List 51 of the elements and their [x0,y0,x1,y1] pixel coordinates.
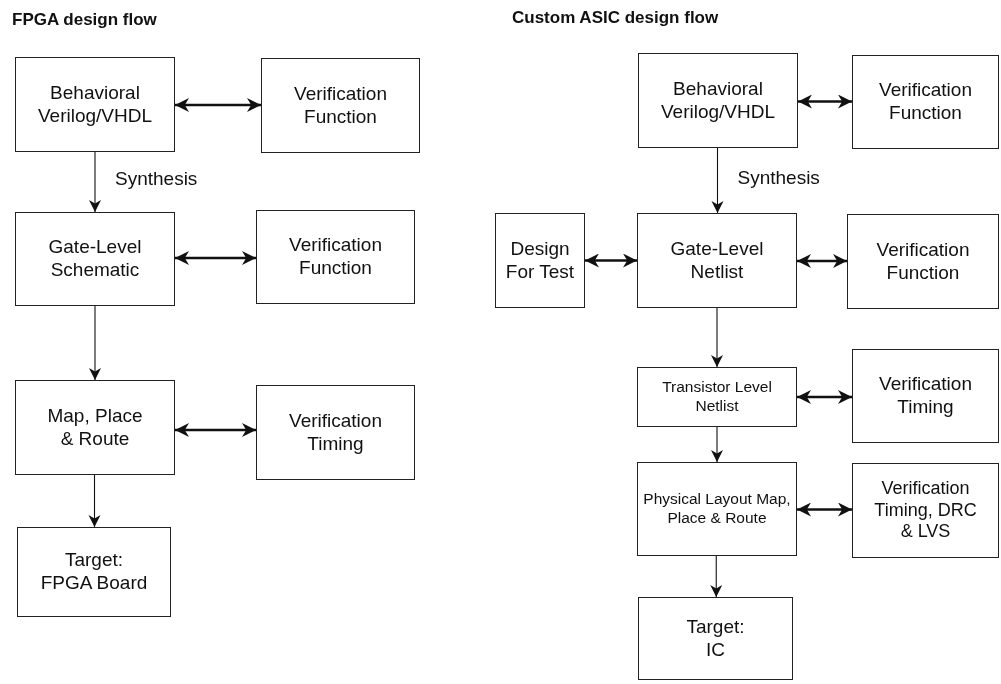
box-text: Physical Layout Map, Place & Route [642,490,792,528]
process-box [638,597,793,680]
box-text: Map, Place & Route [46,404,144,451]
arrow [175,98,261,112]
box-text: Verification Timing, DRC & LVS [873,478,978,543]
arrow [711,307,723,368]
process-box [852,55,999,149]
process-box [637,213,797,308]
process-box [638,53,798,148]
box-text: Behavioral Verilog/VHDL [36,81,154,128]
process-box [15,57,175,152]
arrow [797,254,847,268]
process-box [847,214,999,309]
arrow [798,94,852,109]
process-box [495,213,585,308]
arrow [585,253,637,268]
process-box [637,462,797,556]
arrow [88,474,101,528]
box-text: Verification Function [288,234,383,280]
box-text: Gate-Level Schematic [47,236,143,282]
box-text: Transistor Level Netlist [661,378,773,416]
process-box [256,210,415,304]
box-text: Design For Test [504,237,576,284]
process-box [15,380,175,475]
process-box [15,212,175,306]
arrow [711,147,724,214]
arrow [797,502,852,517]
box-text: Verification Timing [288,409,383,456]
box-text: Behavioral Verilog/VHDL [659,77,777,124]
flow-heading: FPGA design flow [12,10,157,30]
box-text: Gate-Level Netlist [669,237,765,284]
box-text: Verification Function [875,238,971,285]
process-box [261,58,420,153]
arrow [711,426,723,463]
arrow [797,390,852,404]
arrow [89,151,101,213]
flow-heading: Custom ASIC design flow [512,8,719,28]
box-text: Verification Function [293,82,388,129]
process-box [17,527,171,617]
process-box [637,367,797,427]
process-box [256,385,415,480]
box-text: Verification Timing [878,373,973,419]
process-box [852,349,999,443]
process-box [852,463,999,558]
box-text: Verification Function [878,79,973,125]
arrow [175,251,256,265]
arrow [89,305,101,381]
arrow [175,423,256,437]
arrow [710,555,723,598]
box-text: Target: IC [685,615,746,662]
box-text: Target: FPGA Board [39,549,149,595]
